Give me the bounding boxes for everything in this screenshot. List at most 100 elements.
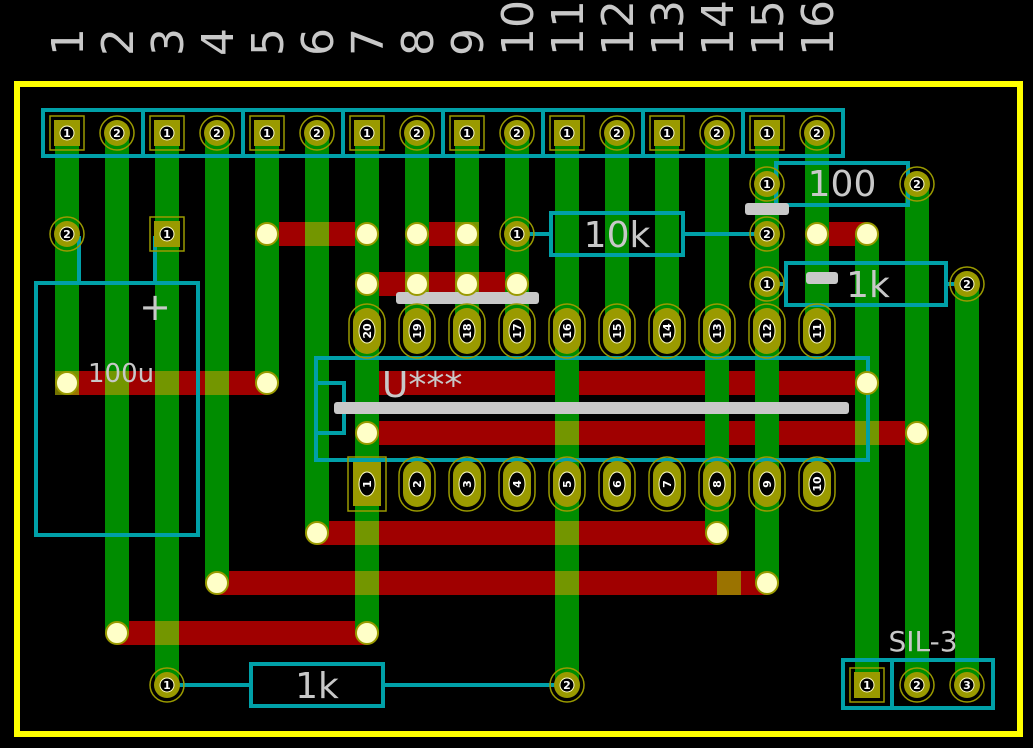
ic-pin-number: 13 <box>711 323 724 338</box>
pad-number: 2 <box>113 127 121 140</box>
pad-ring <box>849 667 885 703</box>
pad-number: 2 <box>563 679 571 692</box>
pad-ring <box>899 166 935 202</box>
pad-number: 3 <box>963 679 971 692</box>
ic-pin-number: 1 <box>361 480 374 488</box>
pad-number: 1 <box>563 127 571 140</box>
column-label: 15 <box>743 0 794 56</box>
pad-number: 1 <box>763 178 771 191</box>
connector-label: SIL-3 <box>888 625 957 658</box>
pad-number: 2 <box>963 278 971 291</box>
sil3-outline <box>841 658 995 710</box>
pad-ring <box>949 266 985 302</box>
column-label: 14 <box>693 0 744 56</box>
header-outline <box>741 108 845 158</box>
via <box>455 272 479 296</box>
pad-number: 2 <box>913 178 921 191</box>
pad-number: 2 <box>213 127 221 140</box>
ic-pin-number: 8 <box>711 480 724 488</box>
pad-ring <box>749 216 785 252</box>
via <box>355 421 379 445</box>
pad-number: 1 <box>163 228 171 241</box>
pad-ring <box>499 216 535 252</box>
via <box>405 272 429 296</box>
column-label: 12 <box>593 0 644 56</box>
ic-pin-number: 16 <box>561 323 574 339</box>
via <box>805 222 829 246</box>
pad-number: 1 <box>663 127 671 140</box>
ic-pin-number: 3 <box>461 480 474 488</box>
pad-number: 1 <box>63 127 71 140</box>
column-label: 4 <box>193 28 244 56</box>
silkscreen-bars <box>334 203 849 414</box>
resistor-100-value: 100 <box>808 164 877 205</box>
capacitor-value: 100u <box>88 359 154 389</box>
pad-ring <box>599 115 635 151</box>
resistor-1k-bottom-value: 1k <box>295 666 339 707</box>
pad-ring <box>749 166 785 202</box>
pad-ring <box>149 667 185 703</box>
via <box>505 272 529 296</box>
pad-number: 2 <box>813 127 821 140</box>
column-label: 1 <box>43 28 94 56</box>
ic-pin-number: 14 <box>661 323 674 339</box>
column-label: 13 <box>643 0 694 56</box>
pad-number: 1 <box>163 679 171 692</box>
ic-pin-number: 4 <box>511 480 524 488</box>
pad-number: 1 <box>513 228 521 241</box>
pad-ring <box>649 115 685 151</box>
pad-number: 1 <box>463 127 471 140</box>
ic-pin-number: 9 <box>761 480 774 488</box>
pad-ring <box>749 266 785 302</box>
column-label: 7 <box>343 28 394 56</box>
pad-number: 2 <box>63 228 71 241</box>
via <box>355 272 379 296</box>
resistor-10k-value: 10k <box>584 215 651 256</box>
pad-ring <box>99 115 135 151</box>
column-label: 2 <box>93 28 144 56</box>
column-label: 8 <box>393 28 444 56</box>
pad-ring <box>399 115 435 151</box>
ic-pin-number: 15 <box>611 323 624 338</box>
pad-ring <box>899 667 935 703</box>
via <box>855 371 879 395</box>
capacitor-polarity: + <box>139 285 171 329</box>
pad-ring <box>549 667 585 703</box>
pad-number: 2 <box>913 679 921 692</box>
pad-ring <box>549 115 585 151</box>
ic-reference: U*** <box>382 365 462 406</box>
pad-number: 2 <box>413 127 421 140</box>
ic-pin-number: 12 <box>761 323 774 338</box>
pad-ring <box>149 115 185 151</box>
via <box>855 222 879 246</box>
pad-number: 1 <box>163 127 171 140</box>
via <box>255 222 279 246</box>
pad-ring <box>699 115 735 151</box>
pad-ring <box>799 115 835 151</box>
column-label: 16 <box>793 0 844 56</box>
pad-number: 2 <box>613 127 621 140</box>
column-label: 10 <box>493 0 544 56</box>
capacitor-outline <box>34 281 200 537</box>
pad-ring <box>349 115 385 151</box>
via <box>255 371 279 395</box>
via <box>355 222 379 246</box>
via <box>705 521 729 545</box>
pad-ring <box>299 115 335 151</box>
ic-pin-number: 6 <box>611 480 624 488</box>
pad-number: 2 <box>513 127 521 140</box>
bottom-copper-layer <box>67 222 917 645</box>
board-outline <box>14 81 1023 737</box>
column-label: 9 <box>443 28 494 56</box>
pad-number: 1 <box>263 127 271 140</box>
ic-pin-number: 11 <box>811 323 824 338</box>
pad-ring <box>499 115 535 151</box>
ic-pin-number: 7 <box>661 480 674 488</box>
pad-number: 1 <box>863 679 871 692</box>
column-label: 6 <box>293 28 344 56</box>
pad-ring <box>149 216 185 252</box>
silkscreen-layer <box>34 108 995 710</box>
